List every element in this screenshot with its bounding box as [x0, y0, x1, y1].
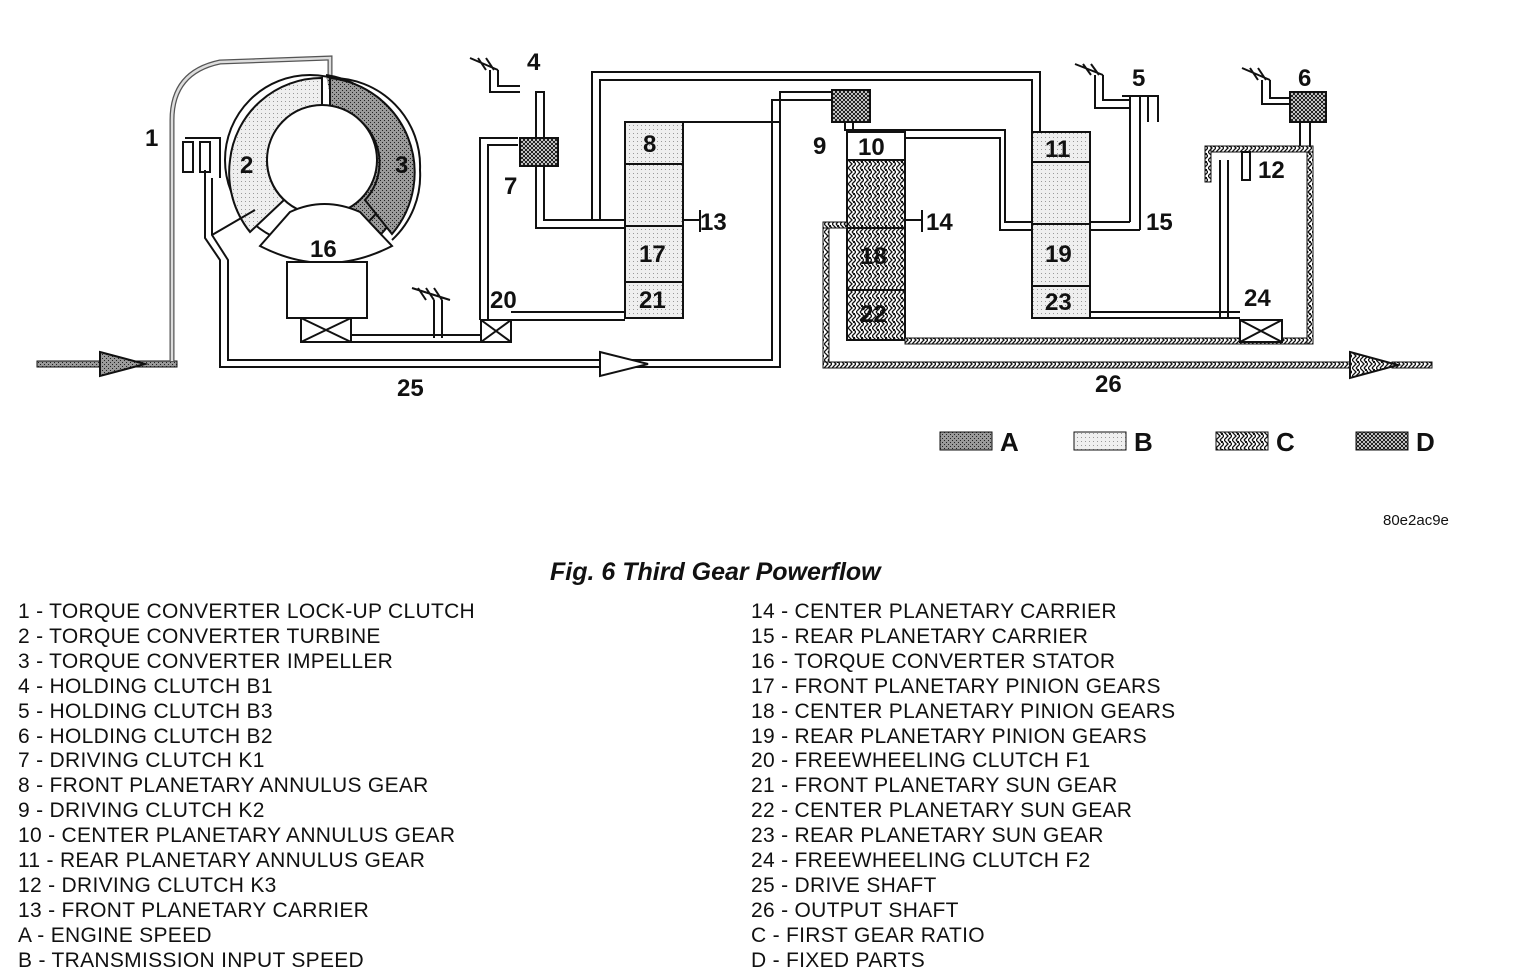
key-item: 9 - DRIVING CLUTCH K2	[18, 799, 265, 823]
key-item: 16 - TORQUE CONVERTER STATOR	[751, 649, 1116, 673]
key-item: 12 - DRIVING CLUTCH K3	[18, 873, 277, 897]
key-item: 15 - REAR PLANETARY CARRIER	[751, 624, 1089, 648]
key-item: 21 - FRONT PLANETARY SUN GEAR	[751, 774, 1118, 798]
callout-6: 6	[1298, 65, 1311, 92]
key-item: 2 - TORQUE CONVERTER TURBINE	[18, 624, 381, 648]
callout-14: 14	[926, 209, 953, 236]
key-list-right: 14 - CENTER PLANETARY CARRIER 15 - REAR …	[751, 600, 1175, 974]
figure-reference-code: 80e2ac9e	[1383, 512, 1449, 529]
key-item: 17 - FRONT PLANETARY PINION GEARS	[751, 674, 1161, 698]
legend: A B C D	[939, 427, 1435, 457]
callout-10: 10	[858, 134, 885, 161]
callout-12: 12	[1258, 157, 1285, 184]
key-item: B - TRANSMISSION INPUT SPEED	[18, 948, 365, 972]
key-item: 14 - CENTER PLANETARY CARRIER	[751, 600, 1117, 623]
callout-23: 23	[1045, 289, 1072, 316]
callout-labels: 1 2 3 4 5 6 7 8 9 10 11 12 13 14 15 16 1…	[145, 49, 1311, 402]
key-item: 7 - DRIVING CLUTCH K1	[18, 749, 265, 773]
key-item: 6 - HOLDING CLUTCH B2	[18, 724, 273, 748]
key-item: A - ENGINE SPEED	[18, 923, 212, 947]
callout-17: 17	[639, 241, 666, 268]
callout-4: 4	[527, 49, 541, 76]
callout-7: 7	[504, 173, 517, 200]
key-item: 4 - HOLDING CLUTCH B1	[18, 674, 273, 698]
callout-15: 15	[1146, 209, 1173, 236]
key-item: 8 - FRONT PLANETARY ANNULUS GEAR	[18, 774, 429, 798]
diagram-lines	[36, 55, 1433, 380]
callout-8: 8	[643, 131, 656, 158]
key-item: 5 - HOLDING CLUTCH B3	[18, 699, 273, 723]
legend-swatch-c	[1215, 431, 1269, 451]
callout-18: 18	[860, 243, 887, 270]
callout-13: 13	[700, 209, 727, 236]
legend-swatch-d	[1355, 431, 1409, 451]
callout-5: 5	[1132, 65, 1145, 92]
legend-swatch-b	[1073, 431, 1127, 451]
callout-16: 16	[310, 236, 337, 263]
key-item: 10 - CENTER PLANETARY ANNULUS GEAR	[18, 824, 456, 848]
callout-1: 1	[145, 125, 158, 152]
legend-label-a: A	[1000, 427, 1019, 457]
callout-20: 20	[490, 287, 517, 314]
callout-21: 21	[639, 287, 666, 314]
key-item: 25 - DRIVE SHAFT	[751, 873, 937, 897]
callout-2: 2	[240, 152, 253, 179]
callout-24: 24	[1244, 285, 1271, 312]
key-item: 11 - REAR PLANETARY ANNULUS GEAR	[18, 849, 426, 873]
key-item: 26 - OUTPUT SHAFT	[751, 898, 959, 922]
callout-9: 9	[813, 133, 826, 160]
callout-3: 3	[395, 152, 408, 179]
key-item: 22 - CENTER PLANETARY SUN GEAR	[751, 799, 1133, 823]
legend-label-c: C	[1276, 427, 1295, 457]
key-item: 1 - TORQUE CONVERTER LOCK-UP CLUTCH	[18, 600, 476, 623]
key-item: 19 - REAR PLANETARY PINION GEARS	[751, 724, 1147, 748]
key-item: 20 - FREEWHEELING CLUTCH F1	[751, 749, 1091, 773]
figure-title: Fig. 6 Third Gear Powerflow	[550, 558, 881, 586]
key-item: D - FIXED PARTS	[751, 948, 926, 972]
legend-label-d: D	[1416, 427, 1435, 457]
key-item: 3 - TORQUE CONVERTER IMPELLER	[18, 649, 394, 673]
key-item: 13 - FRONT PLANETARY CARRIER	[18, 898, 370, 922]
callout-25: 25	[397, 375, 424, 402]
powerflow-diagram: A B C D 1 2 3 4 5 6 7 8 9 10 11 12 13 14…	[36, 49, 1435, 457]
legend-label-b: B	[1134, 427, 1153, 457]
legend-swatch-a	[939, 431, 993, 451]
key-item: C - FIRST GEAR RATIO	[751, 923, 985, 947]
callout-19: 19	[1045, 241, 1072, 268]
callout-22: 22	[860, 301, 887, 328]
callout-11: 11	[1045, 136, 1070, 163]
key-list-left: 1 - TORQUE CONVERTER LOCK-UP CLUTCH 2 - …	[18, 600, 475, 974]
key-item: 24 - FREEWHEELING CLUTCH F2	[751, 849, 1091, 873]
key-item: 18 - CENTER PLANETARY PINION GEARS	[751, 699, 1176, 723]
callout-26: 26	[1095, 371, 1122, 398]
key-item: 23 - REAR PLANETARY SUN GEAR	[751, 824, 1104, 848]
